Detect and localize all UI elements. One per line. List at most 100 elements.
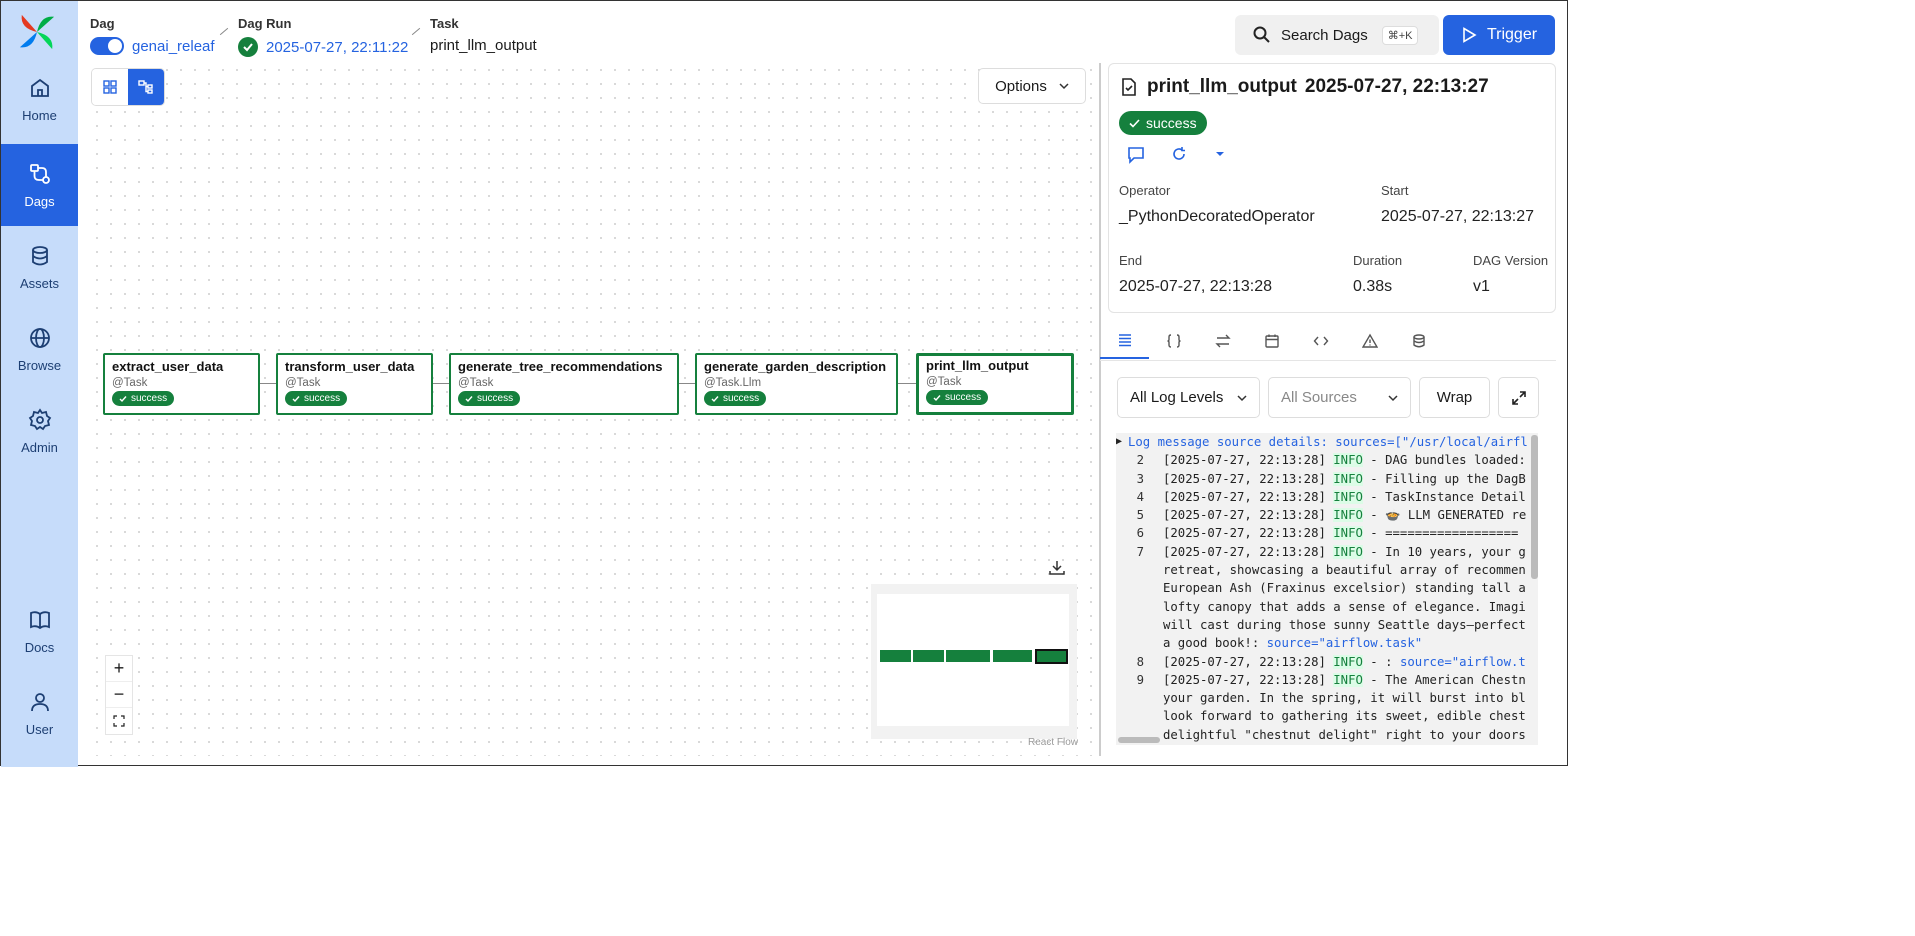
minimap[interactable] [871,584,1077,739]
start-label: Start [1381,183,1409,198]
warning-icon [1361,333,1378,348]
log-line: 8[2025-07-27, 22:13:28] INFO - : source=… [1116,653,1538,671]
log-level-select[interactable]: All Log Levels [1117,377,1260,418]
caret-down-icon[interactable] [1213,146,1227,162]
log-source-select[interactable]: All Sources [1268,377,1411,418]
sidebar-item-user[interactable]: User [1,673,78,753]
react-flow-attribution[interactable]: React Flow [1028,737,1079,748]
status-label: success [304,393,341,404]
task-node[interactable]: extract_user_data @Task success [103,353,260,415]
task-node[interactable]: generate_tree_recommendations @Task succ… [449,353,679,415]
log-line-number [1116,579,1144,597]
expand-icon [1511,390,1526,405]
task-node-type: @Task [458,377,494,389]
wrap-button[interactable]: Wrap [1419,377,1490,418]
status-badge: success [285,391,348,406]
task-node-type: @Task [926,376,962,388]
search-dags-button[interactable]: Search Dags ⌘+K [1235,15,1439,55]
log-line-text: [2025-07-27, 22:13:28] INFO - Filling up… [1163,471,1526,486]
log-line: 6 [2025-07-27, 22:13:28] INFO - =========… [1116,524,1538,542]
grid-view-button[interactable] [92,69,128,105]
options-dropdown[interactable]: Options [978,68,1086,104]
log-line-text: [2025-07-27, 22:13:28] INFO - TaskInstan… [1163,489,1526,504]
log-lines: 2[2025-07-27, 22:13:28] INFO - DAG bundl… [1116,451,1538,744]
breadcrumb-task-value: print_llm_output [430,37,537,54]
sidebar-item-assets[interactable]: Assets [1,227,78,307]
refresh-icon[interactable] [1171,146,1187,162]
tab-rendered-fields[interactable] [1149,323,1198,359]
breadcrumb-label: Dag Run [238,16,292,31]
status-badge: success [458,391,521,406]
tab-code[interactable] [1296,323,1345,359]
status-label: success [723,393,760,404]
log-source: source="airflow.t [1399,654,1526,669]
sidebar-item-browse[interactable]: Browse [1,309,78,389]
log-line-number: 6 [1136,526,1144,541]
home-icon [30,78,49,97]
gear-icon [28,407,51,430]
minimap-node [946,650,990,662]
log-line-number [1116,634,1144,652]
zoom-out-button[interactable]: − [106,682,132,708]
graph-view-button[interactable] [128,69,164,105]
breadcrumb-run-link[interactable]: 2025-07-27, 22:11:22 [266,38,409,56]
status-label: success [945,392,982,403]
breadcrumb-separator [219,27,229,36]
sidebar-item-home[interactable]: Home [1,59,78,139]
check-icon [292,395,300,402]
log-summary[interactable]: ▶ Log message source details: sources=["… [1116,433,1538,451]
trigger-label: Trigger [1486,26,1538,43]
code-icon [1313,336,1328,346]
breadcrumb-dag: Dag genai_releaf [90,16,215,55]
graph-canvas[interactable]: Options extract_user_data @Task success … [90,63,1095,756]
log-line-text: your garden. In the spring, it will burs… [1163,691,1526,706]
log-line-number: 9 [1136,672,1144,687]
trigger-button[interactable]: Trigger [1443,15,1555,55]
fullscreen-button[interactable] [1498,377,1539,418]
horizontal-scrollbar[interactable] [1118,737,1160,743]
tab-logs[interactable] [1100,323,1149,359]
expand-triangle-icon[interactable]: ▶ [1116,436,1123,447]
fit-view-button[interactable] [106,708,132,734]
search-shortcut: ⌘+K [1381,25,1419,45]
tab-warnings[interactable] [1345,323,1394,359]
dag-pause-toggle[interactable] [90,37,124,55]
log-line-text: delightful "chestnut delight" right to y… [1163,727,1526,742]
task-node-selected[interactable]: print_llm_output @Task success [916,353,1074,415]
sidebar-item-docs[interactable]: Docs [1,591,78,671]
sidebar-item-admin[interactable]: Admin [1,391,78,471]
comment-icon[interactable] [1127,146,1145,164]
fit-view-icon [113,715,125,727]
graph-edge [433,383,449,384]
download-icon[interactable] [1048,559,1066,577]
log-line-text: [2025-07-27, 22:13:28] INFO - ==========… [1163,526,1519,541]
wrap-label: Wrap [1436,389,1473,406]
log-line-text: [2025-07-27, 22:13:28] INFO - : source="… [1163,654,1526,669]
log-source: source="airflow.task" [1266,636,1423,651]
check-icon [933,394,941,401]
task-node[interactable]: transform_user_data @Task success [276,353,433,415]
log-output[interactable]: ▶ Log message source details: sources=["… [1116,433,1538,745]
log-line: 4[2025-07-27, 22:13:28] INFO - TaskInsta… [1116,488,1538,506]
breadcrumb-separator [411,27,421,36]
arrows-icon [1214,334,1231,348]
vertical-scrollbar[interactable] [1531,435,1538,579]
graph-edge [260,383,276,384]
log-line-text: [2025-07-27, 22:13:28] INFO - The Americ… [1163,672,1526,687]
log-line: lofty canopy that adds a sense of elegan… [1116,598,1538,616]
book-icon [29,610,50,629]
log-line-number: 5 [1136,508,1144,523]
sidebar-item-dags[interactable]: Dags [1,144,78,226]
breadcrumb-dag-link[interactable]: genai_releaf [132,37,215,55]
airflow-logo[interactable] [18,13,56,51]
task-node[interactable]: generate_garden_description @Task.Llm su… [695,353,898,415]
airflow-app: Home Dags Assets Browse Admin Docs User [0,0,1568,767]
check-icon [238,37,258,57]
tab-xcom[interactable] [1198,323,1247,359]
panel-divider[interactable] [1099,63,1101,756]
check-icon [1129,118,1140,128]
tab-calendar[interactable] [1247,323,1296,359]
log-level-badge: INFO [1333,526,1363,541]
tab-assets[interactable] [1394,323,1443,359]
zoom-in-button[interactable]: + [106,656,132,682]
